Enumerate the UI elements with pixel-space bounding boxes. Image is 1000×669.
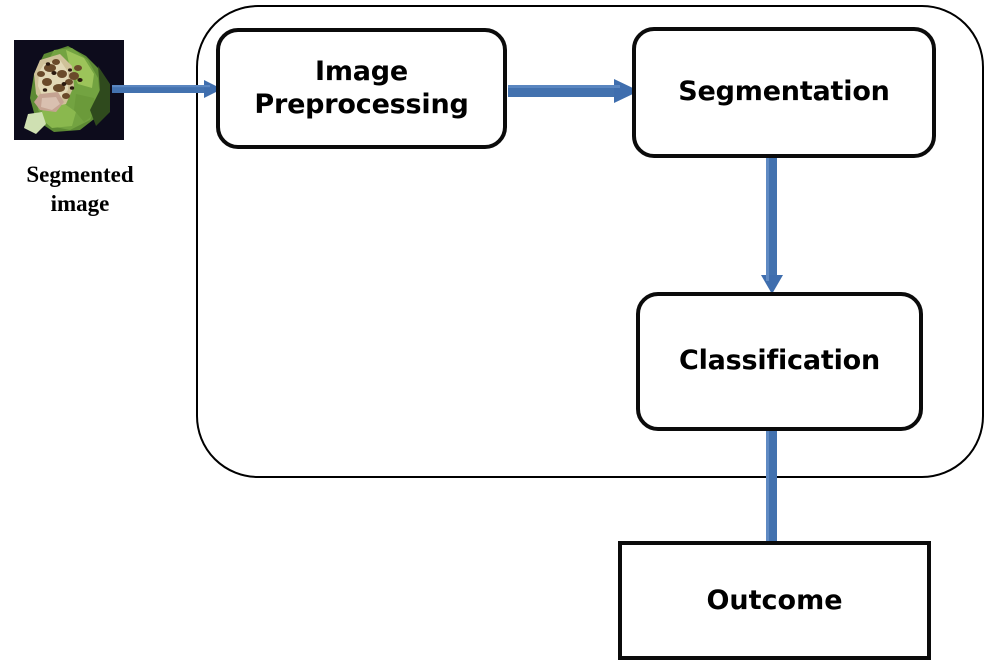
arrow-right-icon [112, 80, 222, 98]
node-segmentation[interactable]: Segmentation [632, 27, 936, 158]
node-classification[interactable]: Classification [636, 292, 923, 431]
segmented-image-thumbnail [14, 40, 124, 140]
segmented-image-caption: Segmented image [0, 160, 160, 219]
node-label-outcome: Outcome [706, 585, 843, 616]
node-image-preprocessing[interactable]: Image Preprocessing [216, 28, 507, 149]
process-boundary-container [196, 5, 984, 478]
node-label-classification: Classification [678, 345, 881, 377]
arrow-right-icon [508, 79, 639, 103]
caption-line-2: image [50, 191, 110, 217]
edge-classification-to-outcome [762, 430, 780, 545]
edge-preprocessing-to-segmentation [508, 76, 644, 106]
arrow-down-icon [761, 155, 783, 294]
node-label-image-preprocessing: Image Preprocessing [254, 56, 468, 122]
edge-input-to-preprocessing [112, 74, 226, 104]
segmented-leaf-icon [14, 40, 124, 140]
label-line-2: Preprocessing [254, 88, 469, 120]
node-outcome[interactable]: Outcome [618, 541, 931, 660]
label-line-1: Image [314, 55, 409, 87]
caption-line-1: Segmented [26, 162, 134, 187]
node-label-segmentation: Segmentation [678, 76, 890, 108]
edge-segmentation-to-classification [758, 155, 786, 297]
line-vertical-icon [766, 430, 777, 545]
